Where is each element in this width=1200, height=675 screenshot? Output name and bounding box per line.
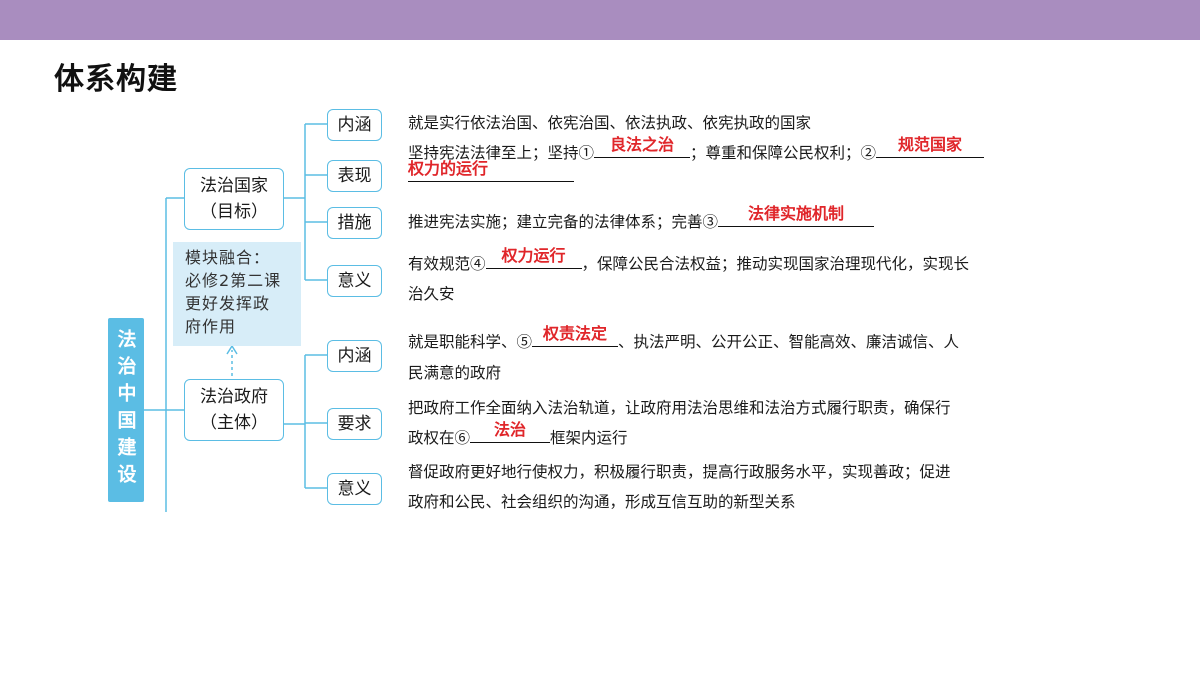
note-line: 更好发挥政 <box>185 294 271 313</box>
text-segment: 框架内运行 <box>550 429 628 447</box>
row-gov-significance-cont: 政府和公民、社会组织的沟通，形成互信互助的新型关系 <box>408 493 796 511</box>
text-segment: ；尊重和保障公民权利；② <box>690 144 877 162</box>
row-gov-connotation: 就是职能科学、⑤ 权责法定、执法严明、公开公正、智能高效、廉洁诚信、人 <box>408 324 960 357</box>
node-connotation: 内涵 <box>327 109 382 141</box>
node-sublabel: （主体） <box>200 413 268 433</box>
text-segment: 有效规范④ <box>408 255 486 273</box>
answer-1: 良法之治 <box>610 135 675 154</box>
top-banner <box>0 0 1200 40</box>
text-segment: 坚持宪法法律至上；坚持① <box>408 144 595 162</box>
answer-4: 权力运行 <box>501 246 566 265</box>
answer-2-cont: 权力的运行 <box>408 159 489 178</box>
answer-3: 法律实施机制 <box>748 204 845 223</box>
note-line: 模块融合： <box>185 248 271 267</box>
answer-6: 法治 <box>494 420 527 439</box>
node-gov-requirements: 要求 <box>327 408 382 440</box>
answer-blank-1: 良法之治 <box>594 135 691 158</box>
answer-blank-4: 权力运行 <box>485 246 582 269</box>
answer-5: 权责法定 <box>543 324 608 343</box>
node-rule-of-law-state: 法治国家 （目标） <box>184 168 284 230</box>
node-significance: 意义 <box>327 265 382 297</box>
answer-blank-2: 规范国家 <box>876 135 985 158</box>
row-connotation: 就是实行依法治国、依宪治国、依法执政、依宪执政的国家 <box>408 114 812 132</box>
node-label: 法治国家 <box>200 176 268 196</box>
answer-blank-6: 法治 <box>470 420 551 443</box>
node-gov-significance: 意义 <box>327 473 382 505</box>
answer-blank-3: 法律实施机制 <box>718 204 875 227</box>
row-gov-significance: 督促政府更好地行使权力，积极履行职责，提高行政服务水平，实现善政；促进 <box>408 463 951 481</box>
text-segment: 、执法严明、公开公正、智能高效、廉洁诚信、人 <box>618 333 960 351</box>
row-manifestation: 坚持宪法法律至上；坚持① 良法之治 ；尊重和保障公民权利；② 规范国家 <box>408 135 985 168</box>
node-gov-connotation: 内涵 <box>327 340 382 372</box>
row-gov-connotation-cont: 民满意的政府 <box>408 364 502 382</box>
row-gov-requirements: 把政府工作全面纳入法治轨道，让政府用法治思维和法治方式履行职责，确保行 <box>408 399 951 417</box>
row-significance: 有效规范④ 权力运行 ，保障公民合法权益；推动实现国家治理现代化，实现长 <box>408 246 970 279</box>
node-manifestation: 表现 <box>327 160 382 192</box>
node-measures: 措施 <box>327 207 382 239</box>
node-sublabel: （目标） <box>200 202 268 222</box>
answer-2: 规范国家 <box>898 135 963 154</box>
row-measures: 推进宪法实施；建立完备的法律体系；完善③ 法律实施机制 <box>408 204 875 237</box>
text-segment: 政权在⑥ <box>408 429 471 447</box>
page-title: 体系构建 <box>54 62 178 97</box>
node-label: 法治政府 <box>200 387 268 407</box>
row-significance-cont: 治久安 <box>408 285 455 303</box>
text-segment: ，保障公民合法权益；推动实现国家治理现代化，实现长 <box>581 255 970 273</box>
text-segment: 推进宪法实施；建立完备的法律体系；完善③ <box>408 213 719 231</box>
answer-blank-5: 权责法定 <box>532 324 619 347</box>
module-fusion-note: 模块融合： 必修2第二课 更好发挥政 府作用 <box>173 242 301 346</box>
text-segment: 就是职能科学、⑤ <box>408 333 533 351</box>
row-gov-requirements-cont: 政权在⑥ 法治 框架内运行 <box>408 420 628 453</box>
node-rule-of-law-government: 法治政府 （主体） <box>184 379 284 441</box>
note-line: 必修2第二课 <box>185 271 282 290</box>
answer-blank-2b: 权力的运行 <box>408 159 574 182</box>
row-manifestation-cont: 权力的运行 <box>408 159 574 192</box>
root-node: 法治中国建设 <box>108 318 144 502</box>
note-line: 府作用 <box>185 317 237 336</box>
